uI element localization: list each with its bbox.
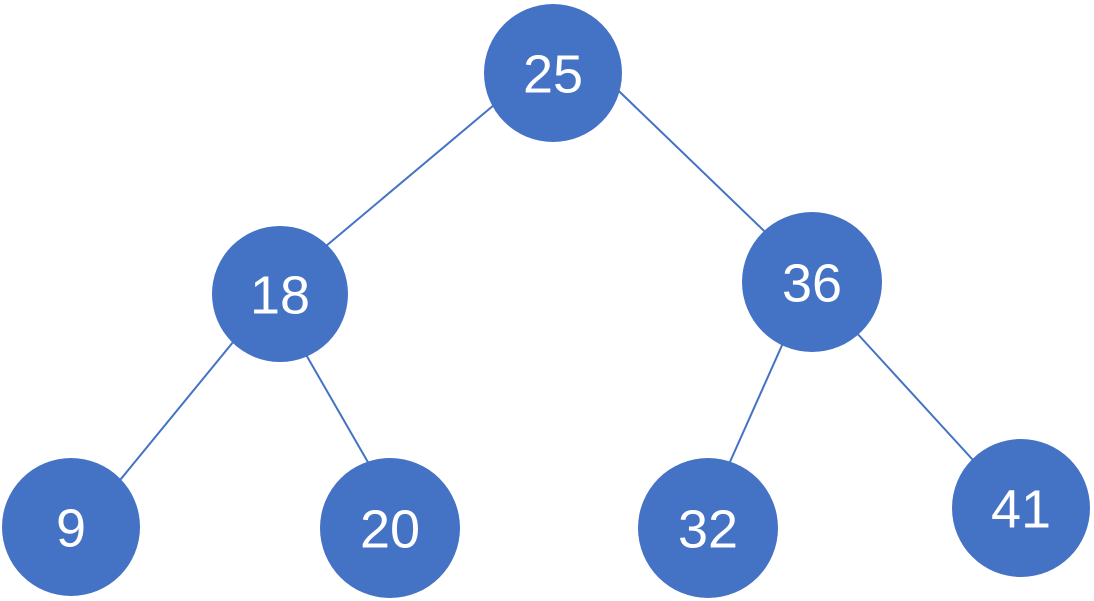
tree-node-circle: [742, 212, 882, 352]
tree-node-circle: [2, 458, 140, 596]
tree-node-label: 32: [678, 499, 738, 559]
tree-node-circle: [638, 458, 778, 598]
tree-node-36: 36: [742, 212, 882, 352]
tree-node-32: 32: [638, 458, 778, 598]
tree-node-circle: [484, 4, 622, 142]
tree-node-20: 20: [320, 458, 460, 598]
tree-node-9: 9: [2, 458, 140, 596]
tree-node-25: 25: [484, 4, 622, 142]
tree-node-41: 41: [952, 439, 1090, 577]
tree-node-label: 25: [523, 44, 583, 104]
tree-node-circle: [212, 226, 348, 362]
tree-node-18: 18: [212, 226, 348, 362]
tree-node-label: 9: [56, 498, 86, 558]
tree-node-label: 20: [360, 499, 420, 559]
tree-node-label: 41: [991, 479, 1051, 539]
tree-node-label: 36: [782, 253, 842, 313]
tree-node-circle: [952, 439, 1090, 577]
tree-node-circle: [320, 458, 460, 598]
tree-node-label: 18: [250, 265, 310, 325]
